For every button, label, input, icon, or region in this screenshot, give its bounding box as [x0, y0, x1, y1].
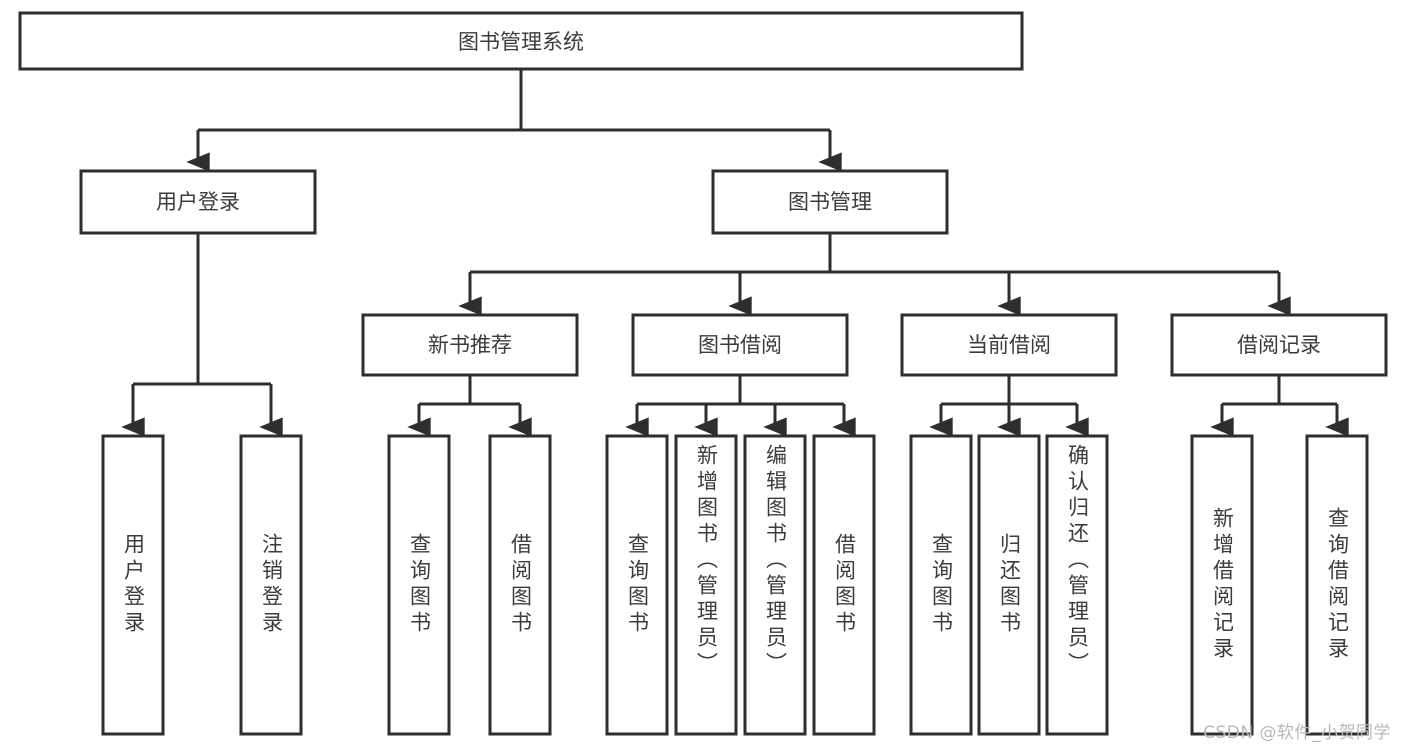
leaf-add-book-label: 新增图书（管理员）: [694, 444, 719, 678]
leaf-query-book-2-label: 查询图书: [625, 533, 650, 637]
leaf-query-book-1[interactable]: 查询图书: [389, 436, 449, 734]
node-new-book-recommend[interactable]: 新书推荐: [361, 313, 579, 377]
leaf-query-record-box[interactable]: [1305, 434, 1369, 736]
node-root[interactable]: 图书管理系统: [18, 11, 1024, 71]
leaf-add-record-label: 新增借阅记录: [1210, 507, 1235, 663]
node-borrow-record-label: 借阅记录: [1237, 333, 1321, 357]
node-book-borrow-label: 图书借阅: [698, 333, 782, 357]
leaf-add-record-box[interactable]: [1190, 434, 1254, 736]
node-borrow-record-box: [1170, 313, 1388, 377]
leaf-confirm-return-box[interactable]: [1045, 434, 1109, 736]
leaf-query-book-2[interactable]: 查询图书: [607, 436, 667, 734]
leaf-user-logout-box[interactable]: [239, 434, 303, 736]
node-user-login-box: [79, 169, 317, 235]
leaf-borrow-book-2-label: 借阅图书: [832, 533, 857, 637]
node-book-manage[interactable]: 图书管理: [711, 169, 949, 235]
node-borrow-record[interactable]: 借阅记录: [1170, 313, 1388, 377]
leaf-query-book-1-box[interactable]: [387, 434, 451, 736]
node-book-manage-box: [711, 169, 949, 235]
node-book-manage-label: 图书管理: [788, 190, 872, 214]
node-book-borrow[interactable]: 图书借阅: [631, 313, 849, 377]
leaf-borrow-book-1[interactable]: 借阅图书: [490, 436, 550, 734]
leaf-query-book-2-box[interactable]: [605, 434, 669, 736]
node-current-borrow-label: 当前借阅: [967, 333, 1051, 357]
node-user-login[interactable]: 用户登录: [79, 169, 317, 235]
node-current-borrow[interactable]: 当前借阅: [900, 313, 1118, 377]
node-root-label: 图书管理系统: [458, 30, 584, 54]
leaf-query-book-3[interactable]: 查询图书: [911, 436, 971, 734]
leaf-confirm-return[interactable]: 确认归还（管理员）: [1047, 444, 1107, 734]
leaf-user-logout[interactable]: 注销登录: [241, 436, 301, 734]
node-root-box: [18, 11, 1024, 71]
leaf-edit-book-label: 编辑图书（管理员）: [763, 444, 788, 678]
leaf-add-record[interactable]: 新增借阅记录: [1192, 436, 1252, 734]
leaf-borrow-book-1-label: 借阅图书: [508, 533, 533, 637]
leaf-query-book-3-box[interactable]: [909, 434, 973, 736]
node-new-book-recommend-label: 新书推荐: [428, 333, 512, 357]
leaf-add-book-box[interactable]: [674, 434, 738, 736]
leaf-edit-book[interactable]: 编辑图书（管理员）: [745, 444, 805, 734]
leaf-borrow-book-1-box[interactable]: [488, 434, 552, 736]
leaf-return-book-box[interactable]: [977, 434, 1041, 736]
leaf-add-book[interactable]: 新增图书（管理员）: [676, 444, 736, 734]
leaf-user-login-box[interactable]: [101, 434, 165, 736]
leaf-edit-book-box[interactable]: [743, 434, 807, 736]
leaf-query-book-3-label: 查询图书: [929, 533, 954, 637]
leaf-query-record[interactable]: 查询借阅记录: [1307, 436, 1367, 734]
leaf-boxes: [101, 434, 1369, 736]
node-user-login-label: 用户登录: [156, 190, 240, 214]
leaf-borrow-book-2-box[interactable]: [812, 434, 876, 736]
node-book-borrow-box: [631, 313, 849, 377]
node-new-book-recommend-box: [361, 313, 579, 377]
leaf-user-login-label: 用户登录: [121, 533, 146, 637]
leaf-user-logout-label: 注销登录: [259, 533, 284, 637]
leaf-confirm-return-label: 确认归还（管理员）: [1065, 444, 1090, 678]
leaf-query-book-1-label: 查询图书: [407, 533, 432, 637]
leaf-query-record-label: 查询借阅记录: [1325, 507, 1350, 663]
leaf-borrow-book-2[interactable]: 借阅图书: [814, 436, 874, 734]
leaf-return-book-label: 归还图书: [997, 533, 1022, 637]
node-current-borrow-box: [900, 313, 1118, 377]
leaf-user-login[interactable]: 用户登录: [103, 436, 163, 734]
connector-group: [121, 69, 1349, 437]
leaf-return-book[interactable]: 归还图书: [979, 436, 1039, 734]
